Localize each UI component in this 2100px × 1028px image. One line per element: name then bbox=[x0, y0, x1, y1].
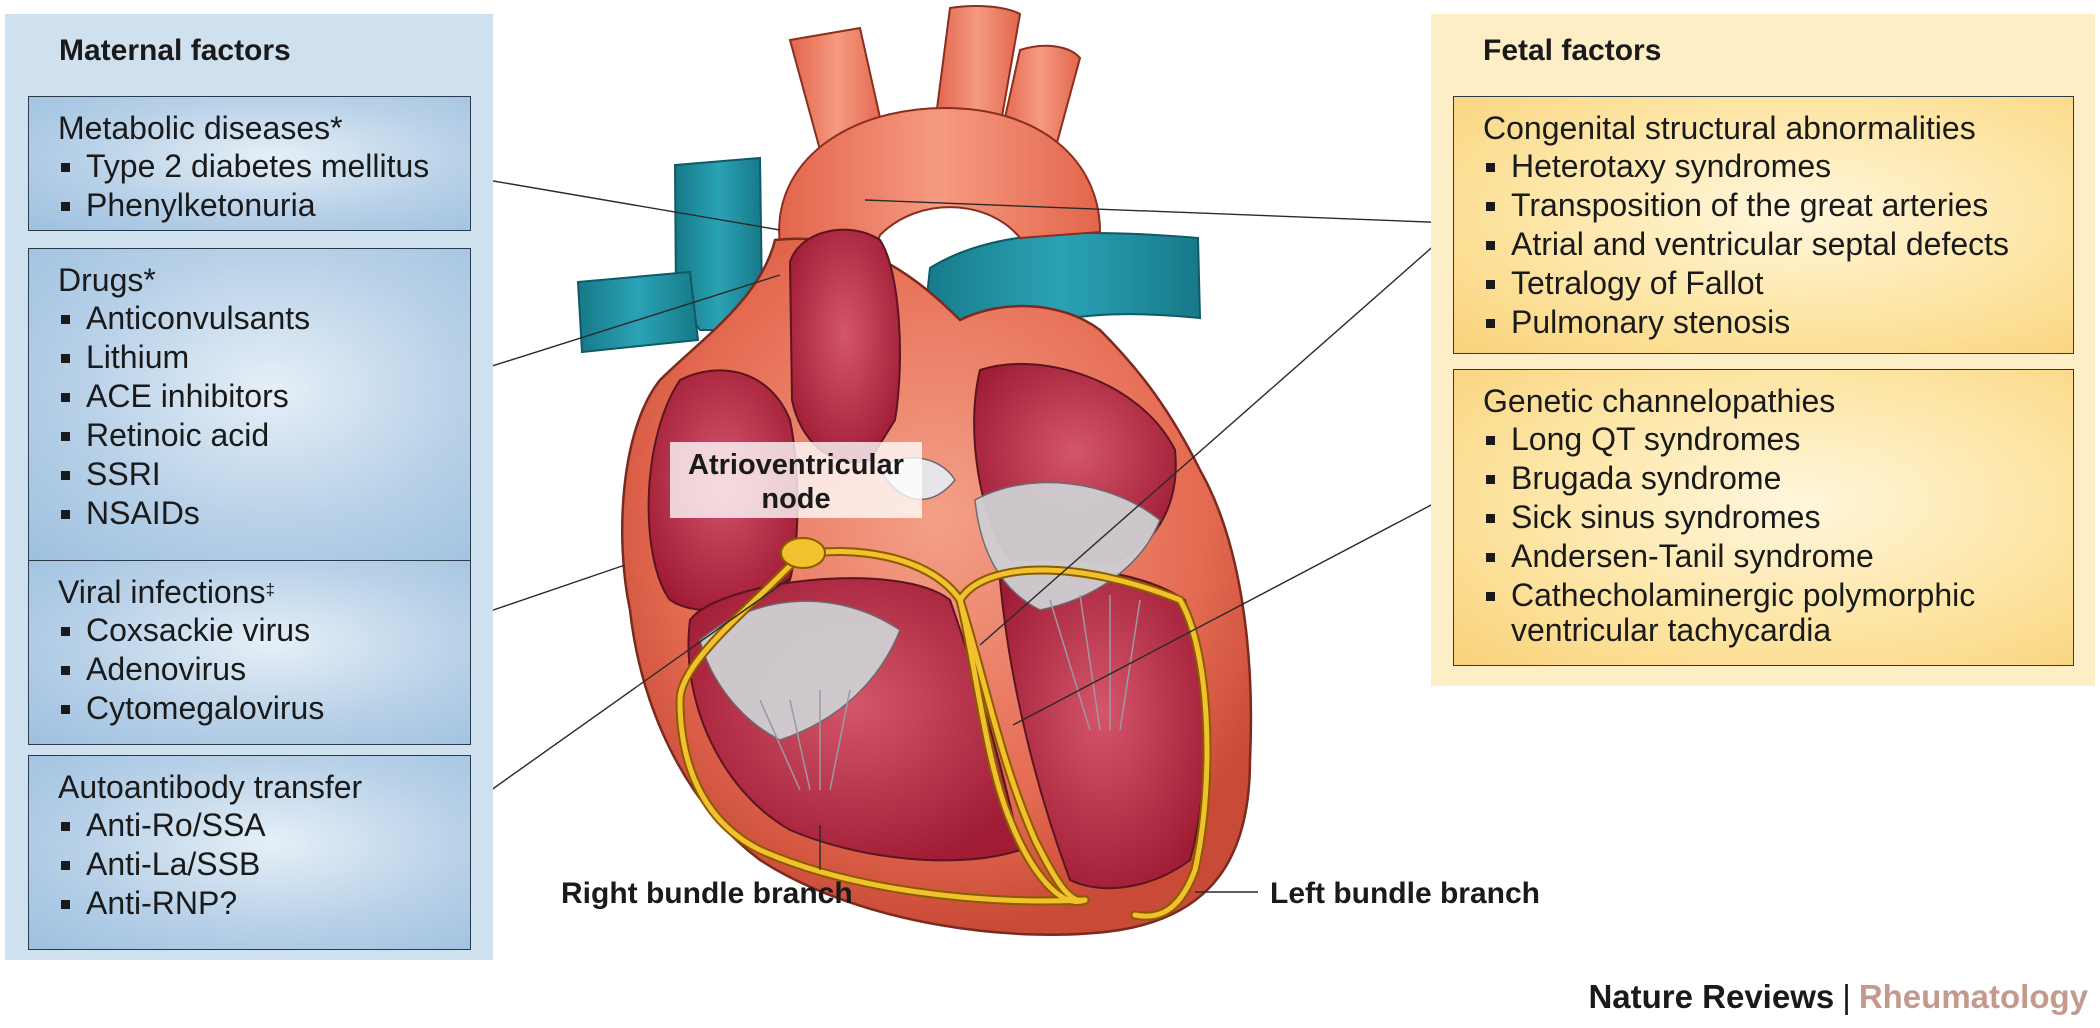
conduction-system-fill bbox=[677, 548, 1210, 919]
list-item: Brugada syndrome bbox=[1483, 459, 2057, 498]
box-title: Drugs* bbox=[58, 262, 156, 298]
footnote-mark: ‡ bbox=[265, 580, 275, 599]
list-item: ACE inhibitors bbox=[58, 377, 454, 416]
credit-separator: | bbox=[1842, 978, 1851, 1015]
box-title: Genetic channelopathies bbox=[1483, 383, 1836, 419]
av-node-label-line1: Atrioventricular bbox=[688, 449, 904, 481]
drugs-box: Drugs* Anticonvulsants Lithium ACE inhib… bbox=[28, 248, 471, 561]
genetic-channelopathies-box: Genetic channelopathies Long QT syndrome… bbox=[1453, 369, 2074, 666]
list-item: Long QT syndromes bbox=[1483, 420, 2057, 459]
list-item: Tetralogy of Fallot bbox=[1483, 264, 2057, 303]
av-node bbox=[780, 537, 826, 569]
box-title: Autoantibody transfer bbox=[58, 769, 363, 805]
left-ventricle bbox=[998, 568, 1206, 890]
list-item: Transposition of the great arteries bbox=[1483, 186, 2057, 225]
left-pulmonary-vessel bbox=[576, 270, 700, 354]
av-node-label: Atrioventricular node bbox=[670, 442, 922, 518]
list-item: Lithium bbox=[58, 338, 454, 377]
tricuspid-valve bbox=[699, 600, 901, 741]
ascending-aorta-lumen bbox=[788, 228, 901, 463]
list-item: Adenovirus bbox=[58, 650, 454, 689]
list-item: Anti-La/SSB bbox=[58, 845, 454, 884]
leader-lines bbox=[469, 176, 1455, 893]
list-item: Sick sinus syndromes bbox=[1483, 498, 2057, 537]
list-item: Anticonvulsants bbox=[58, 299, 454, 338]
chordae-tendineae bbox=[759, 594, 1141, 791]
list-item: Heterotaxy syndromes bbox=[1483, 147, 2057, 186]
list-item: Retinoic acid bbox=[58, 416, 454, 455]
box-title: Viral infections‡ bbox=[58, 573, 454, 611]
journal-name: Rheumatology bbox=[1858, 978, 2088, 1015]
list-item: Coxsackie virus bbox=[58, 611, 454, 650]
list-item-continuation: ventricular tachycardia bbox=[1511, 612, 1832, 648]
list-item: Type 2 diabetes mellitus bbox=[58, 147, 454, 186]
list-item: SSRI bbox=[58, 455, 454, 494]
list-item: Pulmonary stenosis bbox=[1483, 303, 2057, 342]
list-item: Cytomegalovirus bbox=[58, 689, 454, 728]
aortic-branch-2 bbox=[933, 5, 1022, 130]
fetal-panel-title: Fetal factors bbox=[1483, 34, 1662, 67]
list-item: NSAIDs bbox=[58, 494, 454, 533]
list-item: Atrial and ventricular septal defects bbox=[1483, 225, 2057, 264]
box-title: Metabolic diseases* bbox=[58, 110, 343, 146]
publisher-credit: Nature Reviews|Rheumatology bbox=[1588, 978, 2088, 1016]
list-item: Anti-Ro/SSA bbox=[58, 806, 454, 845]
maternal-panel-title: Maternal factors bbox=[59, 34, 291, 67]
av-node-label-line2: node bbox=[761, 483, 831, 515]
autoantibody-transfer-box: Autoantibody transfer Anti-Ro/SSA Anti-L… bbox=[28, 755, 471, 950]
list-item: Phenylketonuria bbox=[58, 186, 454, 225]
list-item: Anti-RNP? bbox=[58, 884, 454, 923]
viral-infections-box: Viral infections‡ Coxsackie virus Adenov… bbox=[28, 560, 471, 745]
left-bundle-branch-label: Left bundle branch bbox=[1270, 877, 1540, 910]
publisher-name: Nature Reviews bbox=[1588, 978, 1835, 1015]
list-item: Andersen-Tanil syndrome bbox=[1483, 537, 2057, 576]
box-title-text: Viral infections bbox=[58, 574, 266, 610]
list-item: Cathecholaminergic polymorphic bbox=[1483, 576, 2057, 615]
right-bundle-branch-label: Right bundle branch bbox=[561, 877, 853, 910]
congenital-abnormalities-box: Congenital structural abnormalities Hete… bbox=[1453, 96, 2074, 354]
metabolic-diseases-box: Metabolic diseases* Type 2 diabetes mell… bbox=[28, 96, 471, 231]
fetal-factors-panel: Fetal factors Congenital structural abno… bbox=[1431, 14, 2095, 686]
box-title: Congenital structural abnormalities bbox=[1483, 110, 1976, 146]
maternal-factors-panel: Maternal factors Metabolic diseases* Typ… bbox=[5, 14, 493, 960]
